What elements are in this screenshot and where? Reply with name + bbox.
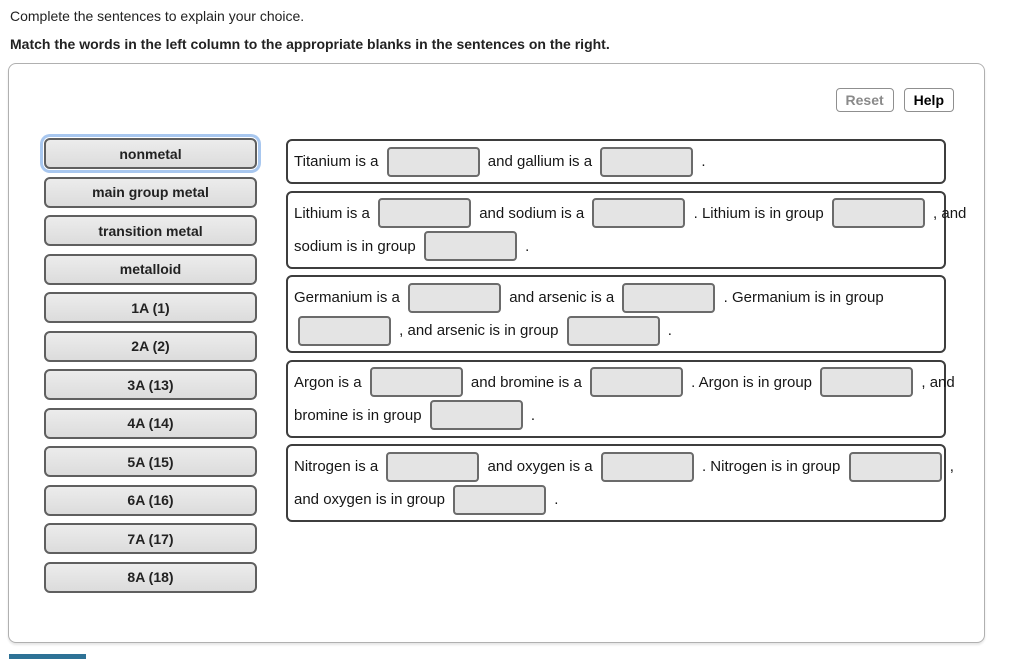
sentence-text: bromine is in group [294, 406, 426, 424]
sentence-line: Nitrogen is a and oxygen is a . Nitrogen… [292, 450, 954, 483]
sentence-text: . Lithium is in group [689, 204, 828, 222]
word-bank: nonmetal main group metal transition met… [44, 138, 257, 600]
activity-panel: Reset Help nonmetal main group metal tra… [8, 63, 985, 643]
answer-blank[interactable] [600, 451, 694, 482]
word-tile[interactable]: nonmetal [44, 138, 257, 169]
answer-blank[interactable] [592, 198, 686, 228]
answer-blank[interactable] [831, 198, 925, 228]
answer-blank[interactable] [369, 367, 463, 397]
word-tile[interactable]: 8A (18) [44, 561, 257, 593]
word-tile[interactable]: 2A (2) [44, 330, 257, 362]
sentence-text: and oxygen is in group [294, 491, 450, 508]
sentence-text: . [697, 153, 706, 170]
bottom-accent-bar [9, 654, 86, 659]
word-tile-label: nonmetal [119, 145, 182, 162]
word-tile[interactable]: 1A (1) [44, 292, 257, 323]
sentence-text: . [550, 491, 559, 508]
word-tile[interactable]: transition metal [44, 215, 257, 246]
word-tile-label: metalloid [119, 261, 182, 277]
reset-button[interactable]: Reset [835, 88, 894, 112]
sentence-line: and oxygen is in group . [292, 483, 940, 516]
word-tile[interactable]: metalloid [44, 253, 257, 285]
sentence-text: . Germanium is in group [719, 289, 884, 306]
answer-blank[interactable] [386, 146, 480, 177]
sentence-text: sodium is in group [294, 237, 420, 255]
sentence-text: , [945, 458, 954, 475]
sentence-box: Germanium is a and arsenic is a . German… [286, 275, 946, 353]
sentence-box: Titanium is a and gallium is a . [286, 139, 946, 184]
sentence-text: Lithium is a [294, 204, 375, 222]
word-tile[interactable]: 7A (17) [44, 523, 257, 554]
word-tile-label: 7A (17) [127, 530, 174, 547]
word-tile-label: 1A (1) [131, 299, 170, 316]
answer-blank[interactable] [589, 367, 683, 397]
sentence-text: and gallium is a [483, 153, 597, 170]
instruction-line-1: Complete the sentences to explain your c… [10, 8, 305, 24]
sentence-text: , and [917, 373, 955, 391]
sentence-box: Lithium is a and sodium is a . Lithium i… [286, 190, 966, 269]
sentence-line: bromine is in group . [292, 399, 940, 432]
sentence-list: Titanium is a and gallium is a . Lithium … [286, 139, 966, 529]
sentence-text: and oxygen is a [483, 458, 597, 475]
word-tile-label: 3A (13) [127, 376, 174, 393]
sentence-text: Nitrogen is a [294, 458, 383, 475]
sentence-text: and bromine is a [466, 373, 586, 391]
answer-blank[interactable] [848, 451, 942, 482]
answer-blank[interactable] [298, 315, 391, 346]
word-tile-label: 4A (14) [127, 415, 174, 431]
word-tile-label: 6A (16) [127, 492, 174, 508]
sentence-text: . [663, 322, 672, 339]
word-tile-label: 8A (18) [127, 569, 174, 585]
sentence-line: Titanium is a and gallium is a . [292, 145, 940, 178]
sentence-line: Argon is a and bromine is a . Argon is i… [292, 366, 955, 399]
word-tile[interactable]: 4A (14) [44, 407, 257, 439]
answer-blank[interactable] [408, 282, 502, 313]
instruction-line-2: Match the words in the left column to th… [10, 36, 610, 52]
sentence-text: Titanium is a [294, 153, 383, 170]
answer-blank[interactable] [622, 282, 716, 313]
answer-blank[interactable] [600, 146, 694, 177]
answer-blank[interactable] [566, 315, 660, 346]
word-tile-label: main group metal [92, 184, 209, 200]
sentence-text: . Argon is in group [686, 373, 817, 391]
sentence-text: . [526, 406, 536, 424]
answer-blank[interactable] [423, 231, 517, 261]
word-tile[interactable]: main group metal [44, 176, 257, 208]
word-tile-label: 2A (2) [131, 338, 170, 354]
answer-blank[interactable] [820, 367, 914, 397]
sentence-box: Nitrogen is a and oxygen is a . Nitrogen… [286, 444, 954, 522]
sentence-line: , and arsenic is in group . [292, 314, 940, 347]
sentence-text: and arsenic is a [505, 289, 619, 306]
word-tile-label: 5A (15) [127, 453, 174, 470]
instructions: Complete the sentences to explain your c… [10, 8, 610, 52]
sentence-text: Germanium is a [294, 289, 405, 306]
word-tile[interactable]: 5A (15) [44, 446, 257, 477]
sentence-line: Lithium is a and sodium is a . Lithium i… [292, 197, 966, 230]
help-button[interactable]: Help [903, 88, 954, 112]
sentence-line: Germanium is a and arsenic is a . German… [292, 281, 940, 314]
sentence-text: and sodium is a [475, 204, 589, 222]
answer-blank[interactable] [386, 451, 480, 482]
word-tile-label: transition metal [98, 222, 203, 239]
sentence-text: , and [928, 204, 967, 222]
answer-blank[interactable] [429, 400, 523, 430]
sentence-line: sodium is in group . [292, 230, 940, 263]
sentence-text: . Nitrogen is in group [697, 458, 845, 475]
word-tile[interactable]: 6A (16) [44, 484, 257, 516]
answer-blank[interactable] [453, 484, 547, 515]
sentence-text: , and arsenic is in group [395, 322, 563, 339]
answer-blank[interactable] [378, 198, 472, 228]
sentence-box: Argon is a and bromine is a . Argon is i… [286, 359, 955, 438]
toolbar: Reset Help [835, 88, 954, 112]
sentence-text: Argon is a [294, 373, 366, 391]
sentence-text: . [520, 237, 530, 255]
word-tile[interactable]: 3A (13) [44, 369, 257, 400]
